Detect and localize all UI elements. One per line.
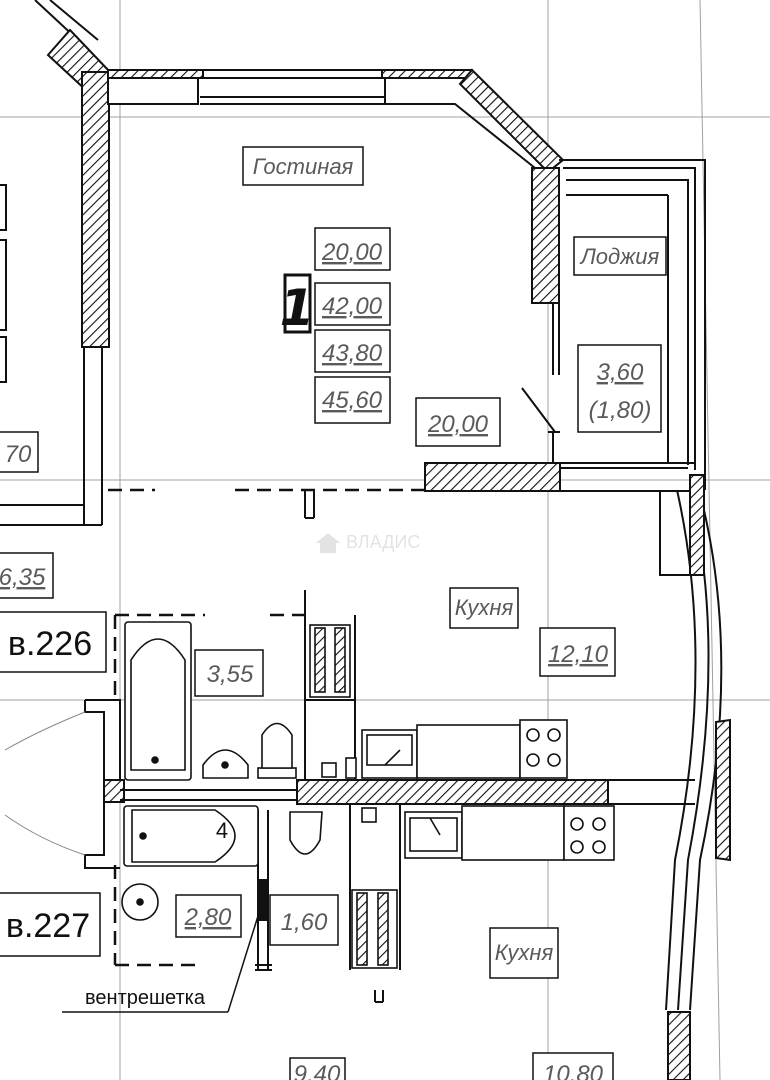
living-room-label-box — [242, 146, 364, 186]
kitchen-label: Кухня — [455, 595, 514, 620]
dashed-lines — [108, 488, 425, 967]
watermark-text: ВЛАДИС — [346, 532, 420, 552]
bath-index-marker: 4 — [216, 818, 228, 843]
bottom-area-2: 10,80 — [543, 1061, 604, 1080]
kitchen-lower-label-box — [489, 927, 559, 979]
vent-grille-label: вентрешетка — [85, 987, 206, 1009]
living-room-area: 20,00 — [427, 411, 489, 438]
vent-grille-leader — [62, 899, 264, 1013]
neighbor-apartment-226: в.226 — [8, 625, 92, 663]
bottom-area-1: 9,40 — [294, 1061, 341, 1080]
vent-shafts — [309, 624, 398, 969]
left-cut-area-1: 70 — [5, 441, 32, 468]
bathroom-area: 3,55 — [207, 661, 254, 688]
wc-area: 1,60 — [281, 909, 328, 936]
watermark: ВЛАДИС — [316, 532, 420, 553]
door-swings — [4, 711, 86, 856]
exterior-walls — [0, 0, 731, 1080]
apartment-number: 1 — [280, 279, 315, 337]
interior-walls — [84, 590, 695, 1003]
kitchen-area: 12,10 — [548, 641, 609, 668]
apartment-living-area: 20,00 — [321, 239, 383, 266]
left-cut-area-2: 6,35 — [0, 564, 46, 591]
apartment-total-area-3: 45,60 — [322, 387, 383, 414]
bathroom-4-area: 2,80 — [184, 904, 232, 931]
loggia-area: 3,60 — [597, 359, 644, 386]
loggia-area-reduced: (1,80) — [589, 397, 652, 424]
area-boxes — [0, 227, 662, 1080]
apartment-total-area-1: 42,00 — [322, 293, 383, 320]
loggia-label: Лоджия — [579, 244, 660, 269]
neighbor-apartment-227: в.227 — [6, 907, 90, 945]
room-labels — [242, 146, 667, 979]
living-room-label: Гостиная — [253, 154, 354, 179]
apartment-total-area-2: 43,80 — [322, 340, 383, 367]
kitchen-label-box — [449, 587, 519, 629]
kitchen-lower-label: Кухня — [495, 940, 554, 965]
fixtures — [121, 621, 615, 921]
loggia-label-box — [573, 236, 667, 276]
